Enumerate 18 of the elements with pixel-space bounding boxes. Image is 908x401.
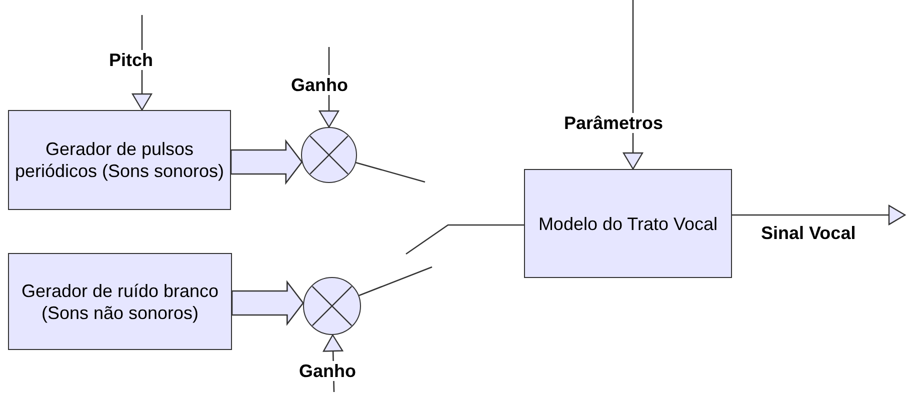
connector-line [406,224,524,255]
connector-line [356,162,426,183]
edge-label: Parâmetros [563,113,664,133]
box-text: Modelo do Trato Vocal [538,212,718,234]
process-box [8,110,231,210]
block-arrow [230,139,303,185]
edge-label: Ganho [298,361,357,381]
arrow [318,47,340,128]
process-box [524,169,732,278]
edge-label: Ganho [290,75,349,95]
arrow [732,204,906,226]
process-box [8,253,232,350]
block-arrow [231,280,304,326]
arrow [622,0,644,170]
box-text: Gerador de pulsos periódicos (Sons sonoros) [14,138,226,182]
box-text: Gerador de ruído branco (Sons não sonoros) [20,280,220,324]
connector-line [358,266,432,296]
edge-label: Pitch [108,50,154,70]
